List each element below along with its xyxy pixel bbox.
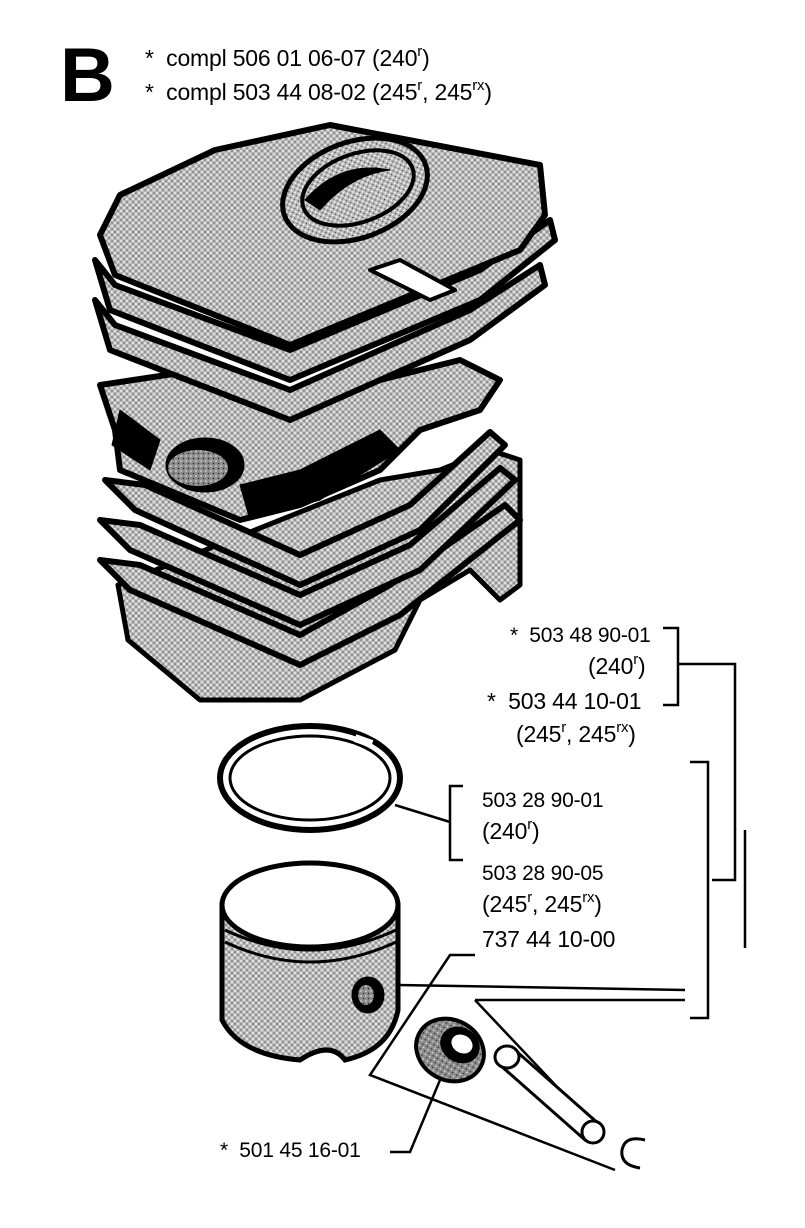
callout-bearing-501-45-16-01: * 501 45 16-01 xyxy=(220,1139,361,1162)
callout-gasket-b-model: (245r, 245rx) xyxy=(516,719,636,747)
callout-gasket-503-48-90-01: * 503 48 90-01 xyxy=(510,624,651,647)
cylinder-illustration xyxy=(92,122,558,703)
callout-737-44-10-00: 737 44 10-00 xyxy=(482,926,616,952)
circlip-illustration xyxy=(620,1137,646,1170)
piston-ring-illustration xyxy=(217,723,403,833)
callout-gasket-a-model: (240r) xyxy=(588,651,646,679)
callout-gasket-503-44-10-01: * 503 44 10-01 xyxy=(487,688,642,714)
leader-lines xyxy=(368,626,747,1172)
piston-pin-illustration xyxy=(493,1044,606,1145)
callout-ring-503-28-90-05: 503 28 90-05 xyxy=(482,862,604,885)
needle-bearing-illustration xyxy=(414,1016,486,1084)
section-letter: B xyxy=(60,33,115,118)
callout-ring-b-model: (245r, 245rx) xyxy=(482,889,602,917)
header-line-1: * compl 506 01 06-07 (240r) xyxy=(145,43,430,71)
piston-illustration xyxy=(219,860,401,1063)
callout-ring-503-28-90-01: 503 28 90-01 xyxy=(482,789,604,812)
callout-ring-a-model: (240r) xyxy=(482,816,540,844)
header-line-2: * compl 503 44 08-02 (245r, 245rx) xyxy=(145,77,492,105)
